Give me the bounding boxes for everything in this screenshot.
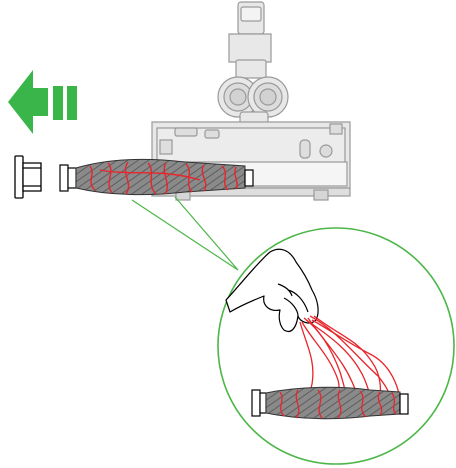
arrow-left-icon [8,70,77,134]
cleaner-head-icon [151,1,351,201]
end-cap-icon [14,155,42,199]
callout-magnifier [217,227,455,465]
callout-connector [131,196,239,271]
brush-bar-icon [59,159,254,196]
brush-bar-callout-icon [251,386,409,420]
hand-icon [225,248,319,333]
